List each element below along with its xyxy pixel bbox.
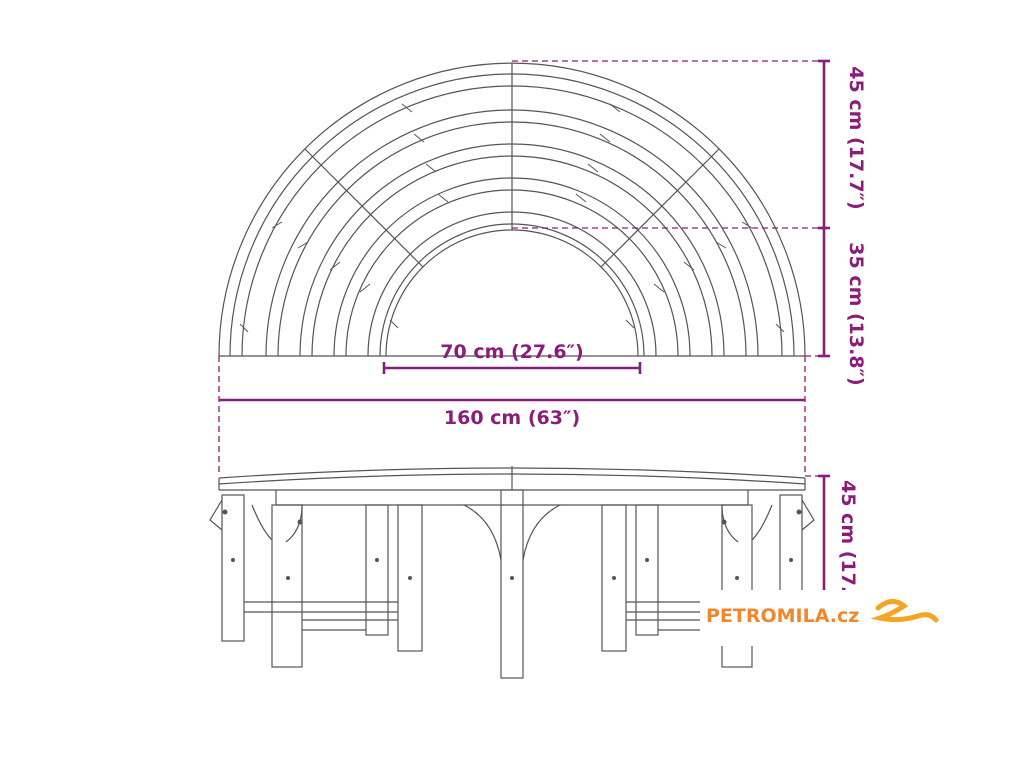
bench-front-view	[209, 466, 815, 679]
inner-width-label: 70 cm (27.6″)	[440, 341, 583, 363]
dimension-lines	[218, 59, 830, 640]
watermark-text: PETROMILA.cz	[706, 605, 859, 627]
outer-width-label: 160 cm (63″)	[444, 407, 580, 429]
bench-top-view	[218, 62, 806, 357]
height-label: 45 cm (17.7″)	[837, 480, 859, 623]
seat-depth-label: 35 cm (13.8″)	[845, 242, 867, 385]
seat-inner-arc	[385, 229, 639, 357]
swirl-logo-icon	[870, 599, 939, 623]
top-depth-label: 45 cm (17.7″)	[845, 66, 867, 209]
